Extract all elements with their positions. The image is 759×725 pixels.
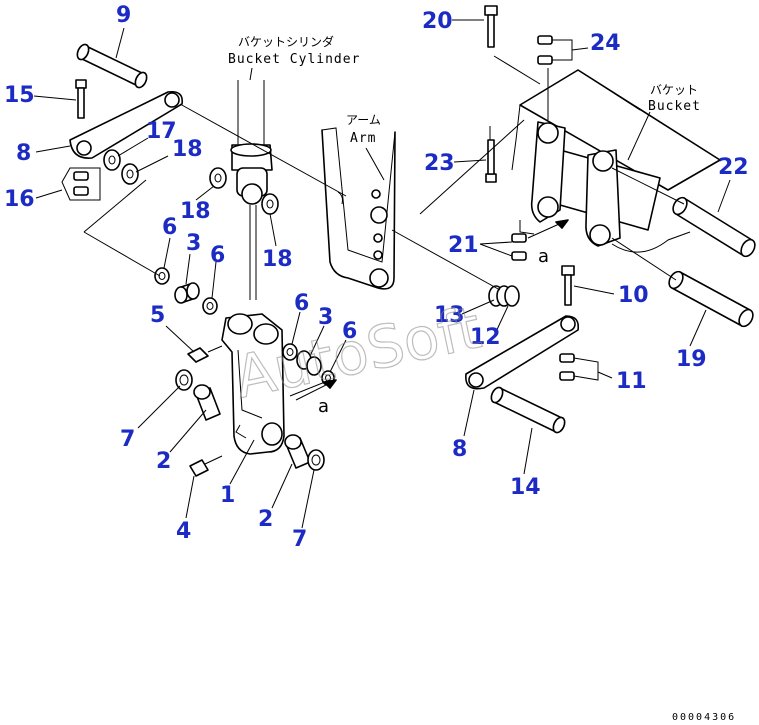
bolt-20 (484, 5, 498, 48)
callout-6-d: 6 (342, 319, 357, 344)
assembly-lines (83, 55, 685, 397)
callout-8-upper: 8 (16, 141, 31, 166)
pin-9 (76, 43, 148, 89)
callout-3-b: 3 (318, 305, 333, 330)
seal-7-a (175, 369, 193, 391)
ref-mark-a-2: a (318, 396, 329, 417)
nuts-16 (61, 167, 101, 201)
callout-7-b: 7 (292, 527, 307, 552)
callout-10: 10 (618, 283, 649, 308)
callout-14: 14 (510, 475, 541, 500)
label-arm-jp: アーム (346, 113, 381, 127)
callout-1: 1 (220, 483, 235, 508)
callout-18-upper: 18 (172, 137, 203, 162)
arm-part (321, 127, 396, 290)
callout-18-right: 18 (262, 247, 293, 272)
link-part-8-upper (69, 90, 184, 159)
bucket-cylinder-part (230, 80, 273, 300)
label-bucket-en: Bucket (648, 99, 701, 114)
callout-9: 9 (116, 3, 131, 28)
callout-13: 13 (434, 303, 465, 328)
callout-6-b: 6 (210, 243, 225, 268)
label-bucket-cylinder-en: Bucket Cylinder (228, 52, 360, 67)
label-bucket-cylinder-jp: バケットシリンダ (238, 34, 334, 49)
pin-14 (490, 386, 566, 434)
ref-arrows (295, 219, 569, 401)
label-bucket-jp: バケット (650, 83, 698, 97)
ring-6-b (202, 297, 218, 315)
bushing-2-a (193, 384, 221, 421)
bolt-15 (75, 79, 87, 119)
shim-13 (488, 285, 520, 307)
callout-7-a: 7 (120, 427, 135, 452)
bolt-23 (485, 139, 497, 183)
drawing-code: 00004306 (672, 712, 736, 723)
callout-6-a: 6 (162, 215, 177, 240)
bushing-3-a (174, 282, 200, 304)
shim-17 (103, 149, 121, 171)
callout-22: 22 (718, 155, 749, 180)
ref-mark-a-1: a (538, 246, 549, 267)
bolt-10 (561, 265, 575, 306)
callout-18-center: 18 (180, 199, 211, 224)
pin-19 (668, 270, 754, 328)
link-part-1 (221, 313, 285, 455)
bushing-3-b (296, 350, 322, 376)
grease-fitting-5 (187, 345, 223, 363)
callout-6-c: 6 (294, 291, 309, 316)
bushing-2-b (284, 434, 311, 469)
seal-7-b (307, 449, 325, 471)
nuts-11 (559, 353, 599, 381)
callout-2-b: 2 (258, 507, 273, 532)
nuts-21 (511, 233, 527, 261)
callout-3-a: 3 (186, 231, 201, 256)
callout-15: 15 (4, 83, 35, 108)
callout-19: 19 (676, 347, 707, 372)
callout-21: 21 (448, 233, 479, 258)
callout-8-lower: 8 (452, 437, 467, 462)
watermark: AutoSoft (229, 293, 487, 411)
callout-4: 4 (176, 519, 191, 544)
callout-11: 11 (616, 369, 647, 394)
callout-16: 16 (4, 187, 35, 212)
shim-18-left (121, 163, 139, 185)
shim-18-right (261, 193, 279, 215)
nuts-24 (537, 35, 573, 65)
callout-24: 24 (590, 31, 621, 56)
ring-6-a (154, 267, 170, 285)
grease-fitting-4 (189, 455, 223, 477)
callout-5: 5 (150, 303, 165, 328)
callout-23: 23 (424, 151, 455, 176)
callout-12: 12 (470, 325, 501, 350)
pin-22 (672, 196, 756, 258)
callout-17: 17 (146, 119, 177, 144)
link-part-8-lower (465, 315, 580, 390)
callout-2-a: 2 (156, 449, 171, 474)
bucket-part (511, 69, 721, 253)
callout-numbers: 9 15 8 17 18 16 18 18 6 3 6 5 6 3 6 7 2 … (4, 3, 749, 552)
ring-6-c (282, 343, 298, 361)
callout-leaders (33, 19, 731, 529)
callout-20: 20 (422, 9, 453, 34)
label-arm-en: Arm (350, 131, 376, 146)
shim-18-center (209, 167, 227, 189)
